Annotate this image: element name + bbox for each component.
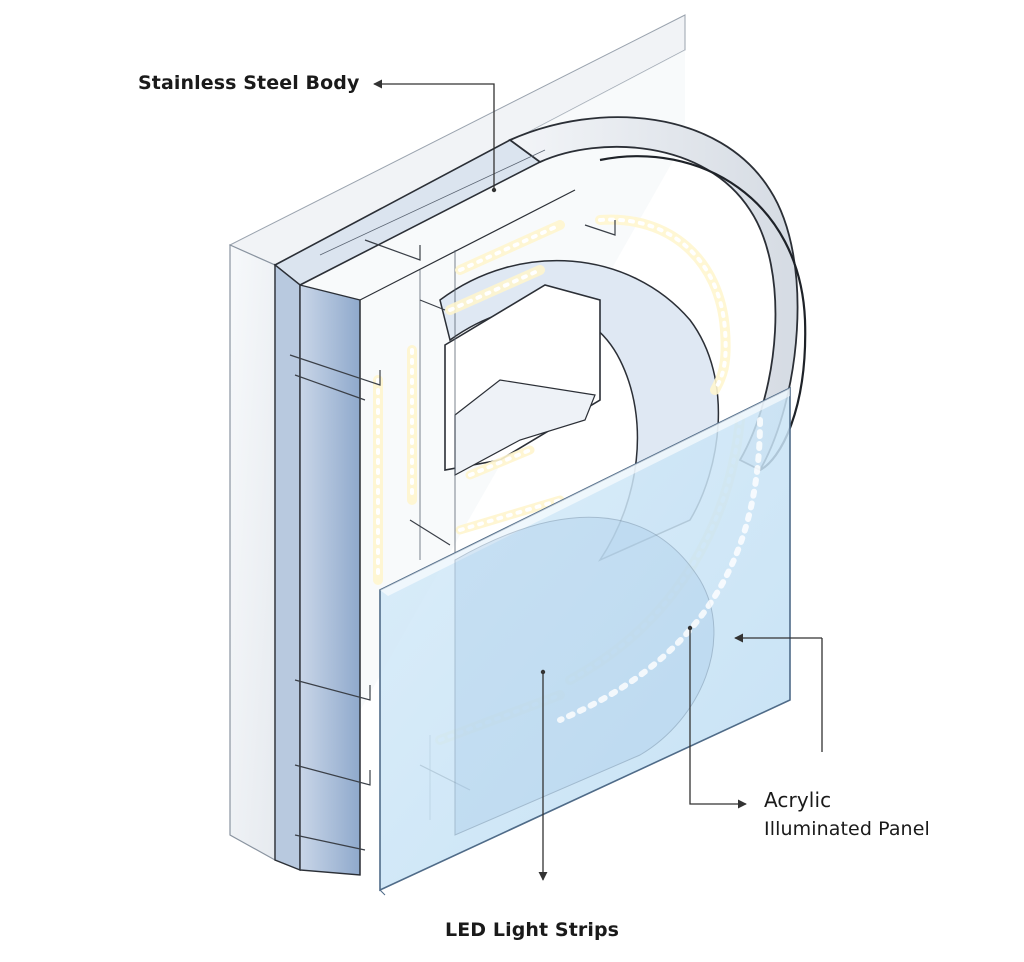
label-illuminated-panel: Illuminated Panel <box>764 818 930 840</box>
leader-stainless-steel <box>373 79 495 190</box>
leader-acrylic <box>689 628 747 809</box>
label-stainless-steel-body: Stainless Steel Body <box>138 72 360 94</box>
mounting-clips <box>289 220 616 851</box>
leader-lines <box>373 79 823 881</box>
label-acrylic: Acrylic <box>764 788 832 812</box>
label-led-light-strips: LED Light Strips <box>445 919 620 941</box>
acrylic-illuminated-panel <box>379 386 791 896</box>
